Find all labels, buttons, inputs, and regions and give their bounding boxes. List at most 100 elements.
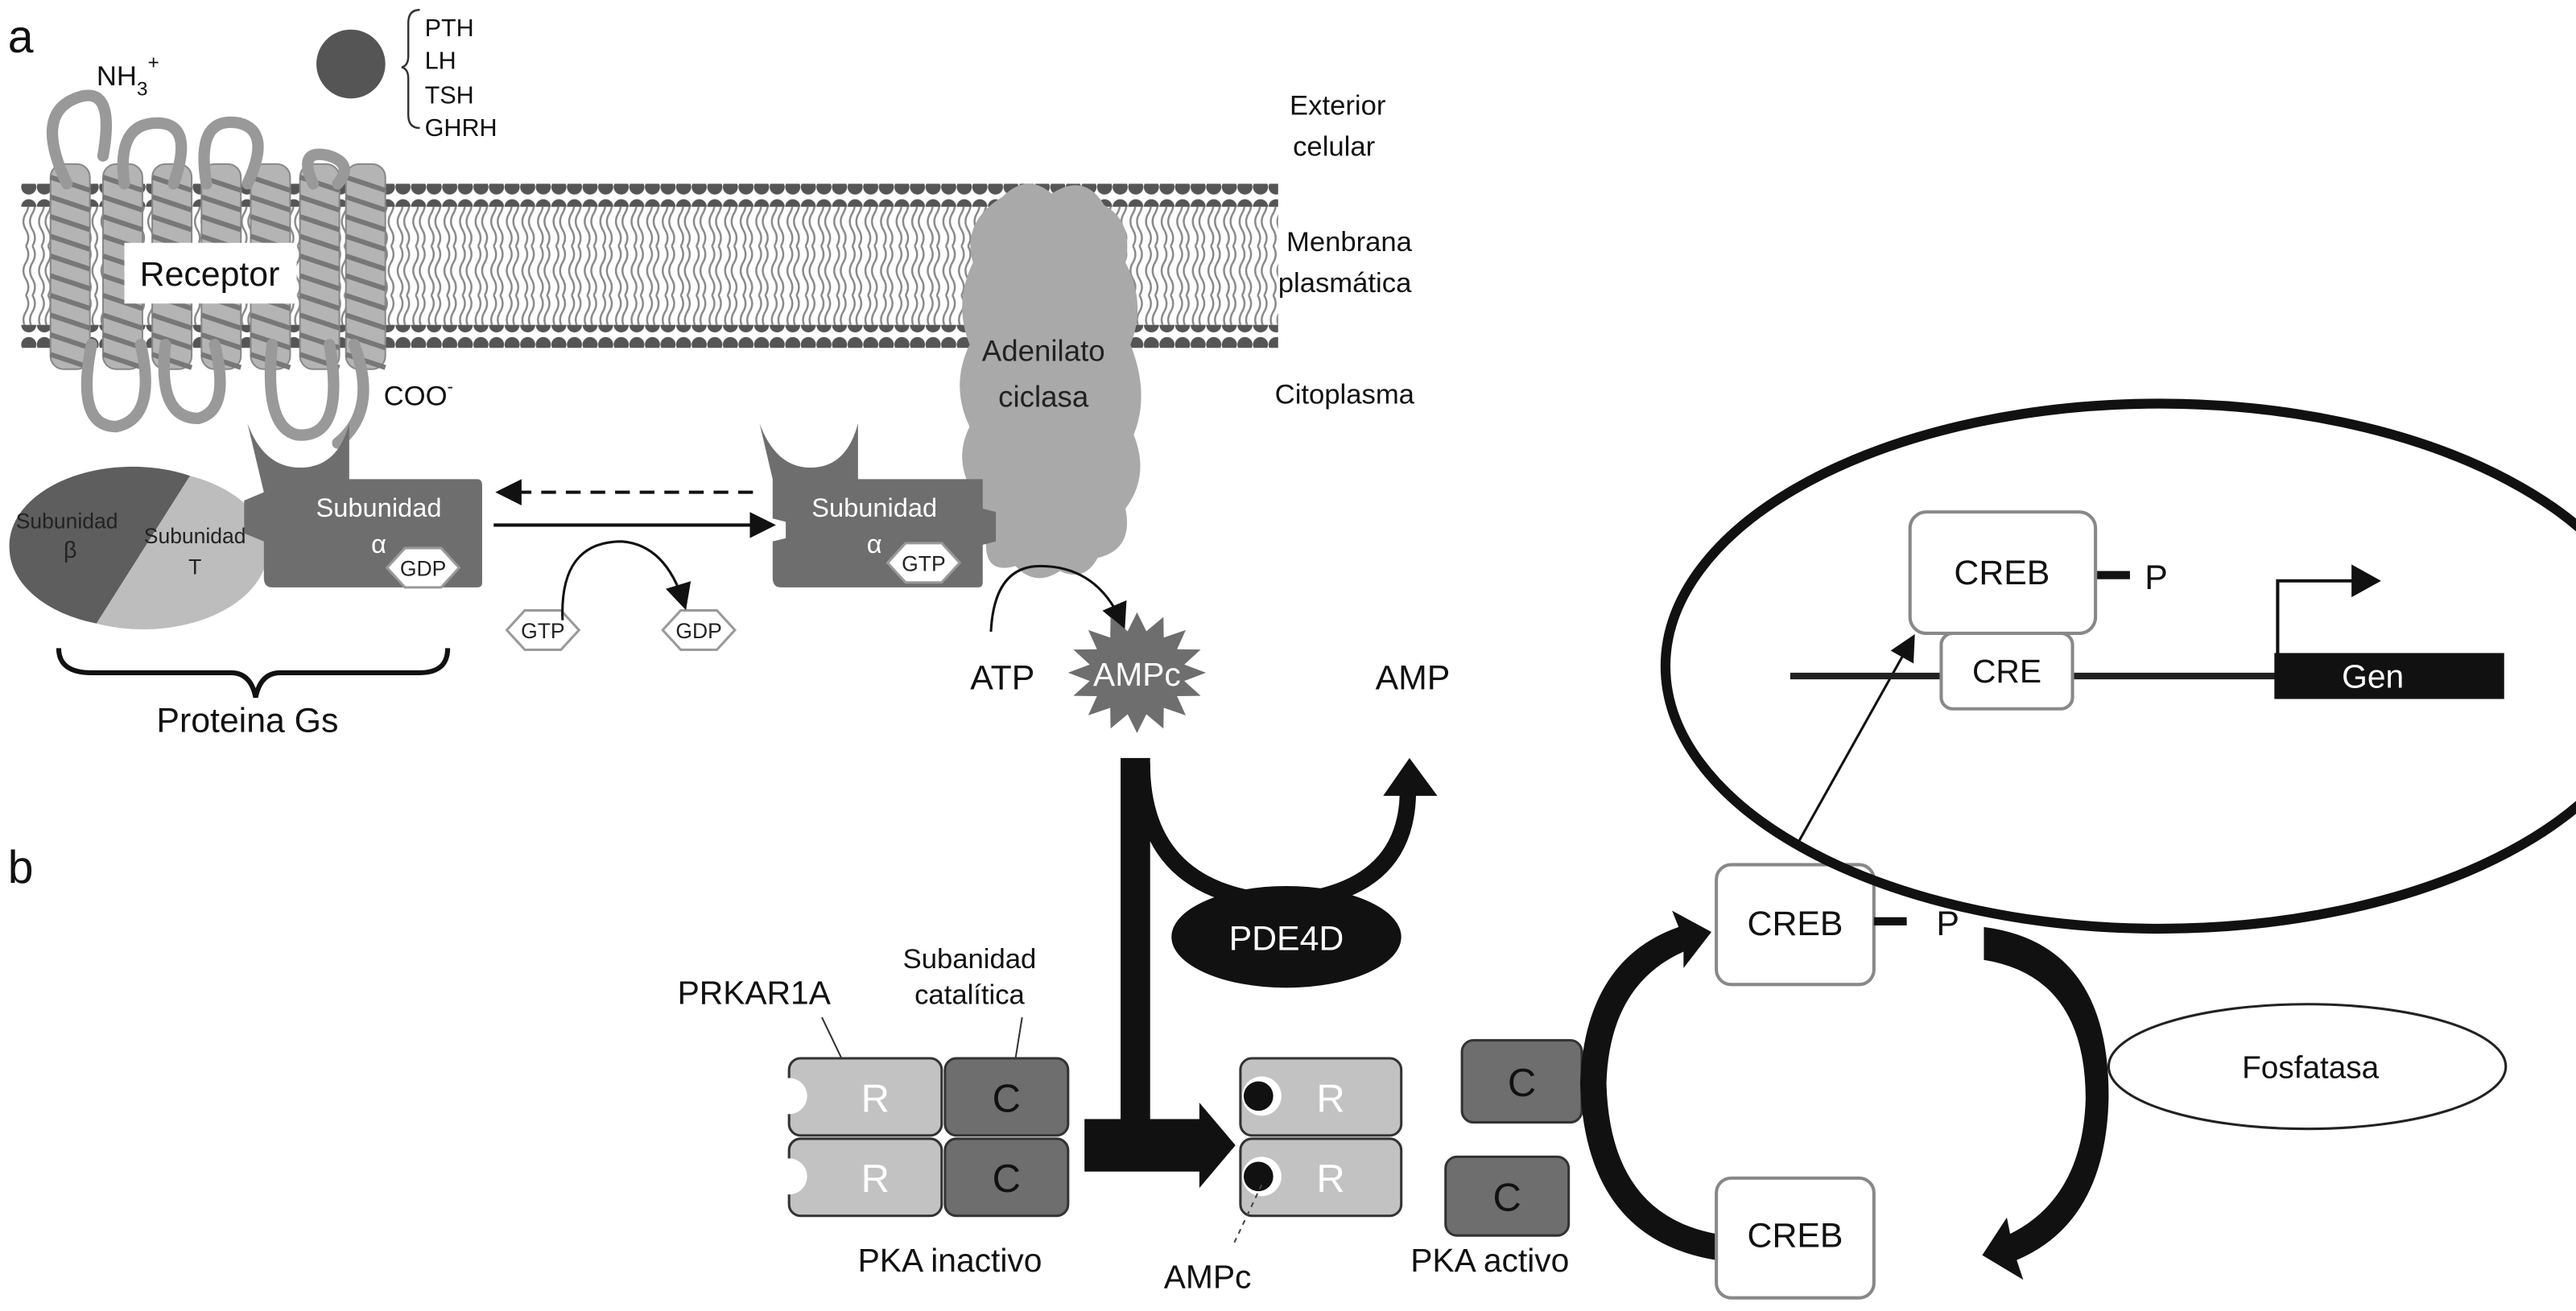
gdp-bound-label: GDP <box>400 557 446 581</box>
amp-label: AMP <box>1376 658 1451 697</box>
hormone-pth: PTH <box>425 14 474 42</box>
helix-stripe <box>345 273 386 291</box>
gtp-in-label: GTP <box>521 619 564 643</box>
gtp-bound-label: GTP <box>902 552 945 576</box>
creb-phosphorylated-label: CREB <box>1748 905 1843 943</box>
pde4d-label: PDE4D <box>1229 919 1344 958</box>
helix-stripe <box>200 312 242 331</box>
helix-stripe <box>102 293 143 311</box>
nucleus <box>1660 398 2576 934</box>
helix-stripe <box>102 194 143 212</box>
helix-stripe <box>345 332 386 351</box>
helix-stripe <box>345 293 386 311</box>
hormone-tsh: TSH <box>425 81 474 109</box>
phosphatase-enzyme <box>2107 1003 2508 1131</box>
catalytic-subunit-label: C <box>993 1077 1021 1120</box>
gamma-subunit-symbol: T <box>188 555 201 579</box>
receptor-loops <box>46 89 369 449</box>
helix-stripe <box>250 194 291 212</box>
catalytic-subunit <box>943 1057 1070 1137</box>
adenylate-cyclase-label: Adenilato <box>982 335 1105 368</box>
helix-stripe <box>151 332 193 351</box>
helix-stripe <box>250 175 291 193</box>
regulatory-subunit <box>1239 1137 1403 1218</box>
dephosphorylation-arrow <box>1982 926 2109 1280</box>
helix-stripe <box>102 214 143 233</box>
helix-stripe <box>299 194 341 212</box>
nuclear-phosphate-label: P <box>2145 559 2168 597</box>
helix-stripe <box>49 312 91 331</box>
helix-stripe <box>151 194 193 212</box>
beta-subunit-label: Subunidad <box>16 509 118 533</box>
pka-active-label: PKA activo <box>1410 1242 1569 1279</box>
g-protein-brace <box>56 648 451 699</box>
camp-binding-pocket <box>770 1158 807 1195</box>
nh3-label: NH3+ <box>97 52 159 101</box>
helix-stripe <box>200 214 242 233</box>
membrane-label: Menbrana <box>1286 227 1413 258</box>
ampc-label: AMPc <box>1093 656 1181 693</box>
catalytic-pointer <box>1014 1016 1023 1059</box>
helix-stripe <box>200 332 242 351</box>
atp-label: ATP <box>970 658 1034 697</box>
helix-stripe <box>299 312 341 331</box>
helix-stripe <box>250 214 291 233</box>
helix-stripe <box>299 254 341 272</box>
prkar1a-label: PRKAR1A <box>678 975 832 1012</box>
alpha-inactive-symbol: α <box>371 529 386 559</box>
alpha-subunit-inactive <box>244 423 482 587</box>
helix-stripe <box>299 233 341 252</box>
atp-conversion-arrow <box>989 564 1127 633</box>
helix-stripe <box>49 233 91 252</box>
membrane-label-2: plasmática <box>1278 268 1412 299</box>
ampc-star <box>1067 612 1207 733</box>
helix-stripe <box>49 293 91 311</box>
helix-stripe <box>151 312 193 331</box>
helix-stripe <box>345 233 386 252</box>
creb-label: CREB <box>1748 1216 1843 1255</box>
creb-box <box>1715 1176 1876 1300</box>
creb-nuclear-box <box>1908 510 2098 636</box>
regulatory-subunit-label: R <box>1316 1157 1344 1201</box>
helix-stripe <box>345 312 386 331</box>
helix-stripe <box>345 214 386 233</box>
cre-label: CRE <box>1972 653 2041 690</box>
phosphorylation-arrow <box>1579 910 1717 1260</box>
panel-label-b: b <box>8 842 34 893</box>
receptor-label: Receptor <box>140 255 280 294</box>
beta-subunit-symbol: β <box>64 538 76 563</box>
hormone-ghrh: GHRH <box>425 114 497 142</box>
camp-binding-pocket <box>770 1078 807 1115</box>
helix-stripe <box>49 332 91 351</box>
alpha-active-label: Subunidad <box>811 493 937 522</box>
regulatory-subunit-label: R <box>861 1077 890 1120</box>
catalytic-subunit-label: Subanidad <box>903 944 1037 975</box>
gdp-hexagon <box>661 608 737 651</box>
gtp-exchange-arrow <box>561 540 691 620</box>
helix-stripe <box>49 254 91 272</box>
nuclear-phosphate-bond <box>2097 571 2130 579</box>
helix-stripe <box>102 312 143 331</box>
g-beta-gamma <box>9 466 268 629</box>
panel-label-a: a <box>8 11 34 63</box>
helix-stripe <box>49 273 91 291</box>
gdp-hexagon <box>385 546 461 589</box>
helix-stripe <box>200 194 242 212</box>
creb-nuclear-label: CREB <box>1954 554 2050 592</box>
adenylate-cyclase-label-2: ciclasa <box>998 381 1089 414</box>
helix-stripe <box>345 254 386 272</box>
gtp-hexagon <box>505 608 581 651</box>
helix-stripe <box>49 194 91 212</box>
free-catalytic-subunit <box>1444 1155 1571 1237</box>
ampc-pointer <box>1231 1184 1263 1247</box>
helix-stripe <box>151 214 193 233</box>
prkar1a-pointer <box>821 1016 843 1059</box>
transcription-arrowhead <box>2351 564 2381 598</box>
catalytic-subunit-label-2: catalítica <box>914 980 1025 1011</box>
pde4d-enzyme <box>1171 885 1402 988</box>
phosphate-label: P <box>1936 905 1959 943</box>
hormone-list: PTH LH TSH GHRH <box>425 14 497 142</box>
free-catalytic-subunit-label: C <box>1508 1062 1536 1105</box>
inhibition-bar <box>1084 757 1236 1189</box>
free-catalytic-subunit-label: C <box>1493 1177 1521 1220</box>
